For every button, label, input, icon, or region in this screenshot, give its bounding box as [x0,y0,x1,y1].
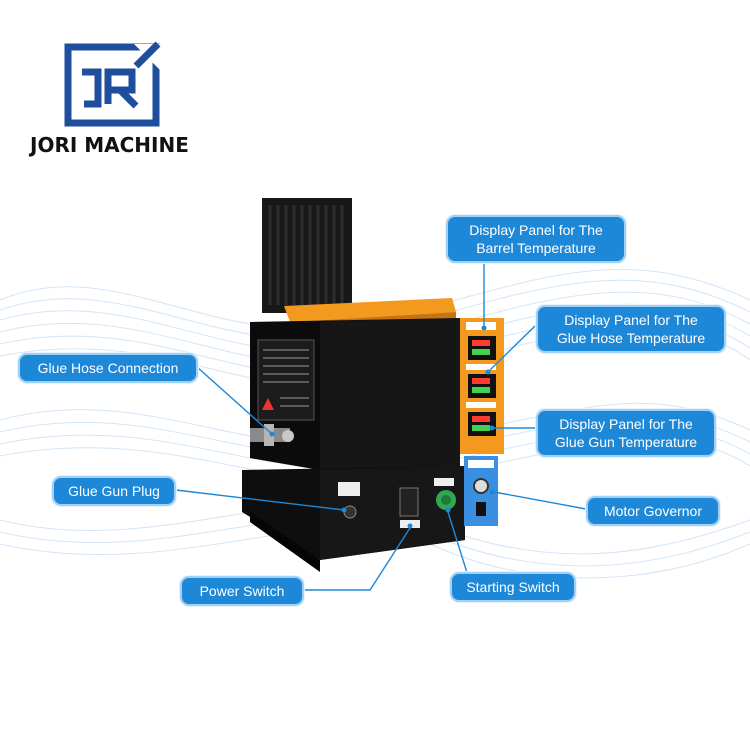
label-power-switch: Power Switch [180,576,304,606]
label-starting-switch: Starting Switch [450,572,576,602]
label-starting-switch-text: Starting Switch [466,579,560,595]
label-hose-temp-line2: Glue Hose Temperature [556,330,706,346]
label-glue-hose-connection: Glue Hose Connection [18,353,198,383]
label-glue-gun-plug: Glue Gun Plug [52,476,176,506]
brand-logo [64,41,161,127]
brand-name: JORI MACHINE [30,133,189,157]
leader-lines [175,252,587,591]
control-column [460,318,504,526]
label-gun-temp-line2: Glue Gun Temperature [554,434,698,450]
label-gun-plug-text: Glue Gun Plug [68,483,160,499]
machine-body [250,318,460,470]
label-hose-temp-line1: Display Panel for The [564,312,698,328]
label-barrel-temperature: Display Panel for The Barrel Temperature [446,215,626,263]
machine-base [242,466,465,572]
label-barrel-line1: Display Panel for The [469,222,603,238]
label-motor-governor-text: Motor Governor [603,503,703,519]
label-barrel-line2: Barrel Temperature [476,240,596,256]
label-gun-temp-line1: Display Panel for The [559,416,693,432]
label-power-switch-text: Power Switch [199,583,285,599]
label-gun-temperature: Display Panel for The Glue Gun Temperatu… [536,409,716,457]
hopper-tower [262,198,352,313]
label-hose-temperature: Display Panel for The Glue Hose Temperat… [536,305,726,353]
label-hose-connection-text: Glue Hose Connection [37,360,179,376]
label-motor-governor: Motor Governor [586,496,720,526]
